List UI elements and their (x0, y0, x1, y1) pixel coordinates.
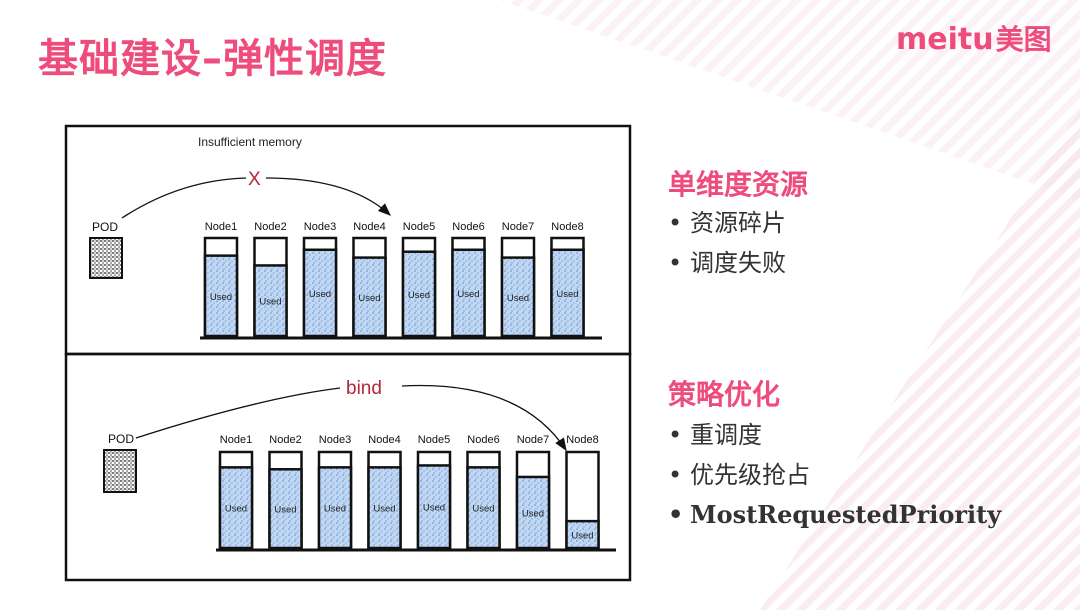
section-list-strategy: 重调度 优先级抢占 MostRequestedPriority (668, 415, 1001, 535)
node-used-bar (253, 264, 288, 338)
top-pod-label: POD (92, 220, 118, 234)
node-used-label: Used (472, 504, 494, 515)
node-used-bar (317, 466, 353, 550)
node-used-label: Used (210, 292, 232, 303)
node-used-label: Used (309, 289, 331, 300)
bottom-arrow-right (401, 384, 567, 452)
page-title: 基础建设–弹性调度 (38, 36, 387, 82)
node-used-bar (268, 468, 303, 550)
top-arrow-label: X (248, 169, 261, 190)
list-item: 优先级抢占 (668, 455, 1001, 495)
node-used-bar (352, 256, 387, 338)
node-label: Node7 (517, 434, 549, 446)
node-label: Node1 (220, 434, 252, 446)
bottom-pod-block (103, 449, 137, 493)
node-used-bar (302, 248, 338, 338)
section-heading-single-dimension: 单维度资源 (668, 168, 809, 201)
section-heading-strategy: 策略优化 (668, 378, 781, 411)
bottom-pod-label: POD (108, 432, 134, 446)
node-used-label: Used (571, 531, 593, 542)
node-used-label: Used (373, 504, 395, 515)
node-label: Node7 (502, 221, 534, 233)
node-label: Node1 (205, 221, 237, 233)
section-list-single-dimension: 资源碎片 调度失败 (668, 203, 786, 283)
node-used-bar (500, 256, 536, 338)
node-used-label: Used (408, 290, 430, 301)
diagram-svg: Insufficient memory X POD Node1UsedNode2… (64, 124, 632, 582)
node-used-label: Used (274, 505, 296, 516)
node-label: Node3 (304, 221, 336, 233)
node-label: Node8 (551, 221, 583, 233)
list-item: 资源碎片 (668, 203, 786, 243)
node-label: Node4 (368, 434, 400, 446)
node-label: Node4 (353, 221, 385, 233)
node-used-bar (451, 248, 486, 338)
top-arrow-right (265, 177, 391, 216)
list-item: MostRequestedPriority (668, 495, 1001, 535)
node-used-bar (367, 466, 402, 550)
node-used-bar (401, 250, 437, 338)
node-used-bar (550, 248, 585, 338)
node-label: Node6 (467, 434, 499, 446)
node-label: Node2 (269, 434, 301, 446)
node-label: Node8 (566, 434, 598, 446)
node-used-bar (466, 466, 501, 550)
node-used-label: Used (423, 503, 445, 514)
node-used-bar (203, 254, 239, 338)
node-used-label: Used (507, 293, 529, 304)
top-arrow-left (121, 177, 247, 219)
node-used-bar (515, 475, 551, 550)
top-pod-block (89, 237, 123, 279)
insufficient-memory-label: Insufficient memory (198, 135, 302, 149)
node-used-bar (565, 519, 600, 550)
bottom-arrow-left (135, 387, 341, 439)
node-used-label: Used (259, 297, 281, 308)
node-used-bar (218, 466, 254, 550)
node-label: Node5 (403, 221, 435, 233)
node-used-bar (416, 464, 452, 550)
node-label: Node6 (452, 221, 484, 233)
top-panel-frame (64, 124, 632, 356)
meitu-logo: meitu美图 (896, 22, 1052, 57)
bottom-arrow-label: bind (346, 378, 382, 399)
node-used-label: Used (522, 508, 544, 519)
node-used-label: Used (324, 504, 346, 515)
node-label: Node2 (254, 221, 286, 233)
list-item: 重调度 (668, 415, 1001, 455)
list-item: 调度失败 (668, 243, 786, 283)
bottom-panel-frame (64, 352, 632, 582)
node-label: Node3 (319, 434, 351, 446)
node-used-label: Used (457, 289, 479, 300)
node-used-label: Used (358, 293, 380, 304)
node-used-label: Used (225, 504, 247, 515)
node-label: Node5 (418, 434, 450, 446)
node-used-label: Used (556, 289, 578, 300)
